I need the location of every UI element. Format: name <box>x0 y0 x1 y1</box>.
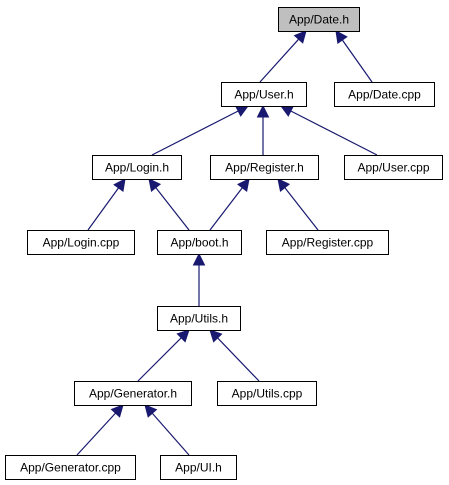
node-register-cpp[interactable]: App/Register.cpp <box>266 230 389 255</box>
arrowhead-utils_cpp-to-utils_h <box>209 329 223 343</box>
arrowhead-utils_h-to-boot_h <box>192 252 206 266</box>
node-ui-h[interactable]: App/UI.h <box>160 455 237 480</box>
node-box[interactable] <box>278 7 360 32</box>
edge-generator_h-to-utils_h <box>137 337 182 382</box>
node-utils-cpp[interactable]: App/Utils.cpp <box>217 381 317 406</box>
node-label: App/Date.h <box>289 13 349 27</box>
arrowhead-user_h-to-date_h <box>293 30 307 44</box>
node-label: App/Generator.cpp <box>20 461 121 475</box>
edge-login_h-to-user_h <box>151 110 239 156</box>
node-box[interactable] <box>210 155 319 180</box>
edge-date_cpp-to-date_h <box>341 39 373 83</box>
node-box[interactable] <box>160 455 237 480</box>
node-box[interactable] <box>221 82 307 107</box>
edge-boot_h-to-register_h <box>209 187 243 231</box>
arrowhead-ui_h-to-generator_h <box>144 404 158 418</box>
arrowhead-login_cpp-to-login_h <box>113 178 126 193</box>
node-label: App/User.h <box>234 88 293 102</box>
node-user-cpp[interactable]: App/User.cpp <box>344 155 443 180</box>
edge-user_h-to-date_h <box>259 38 300 83</box>
node-label: App/Register.h <box>225 161 304 175</box>
node-login-h[interactable]: App/Login.h <box>92 155 182 180</box>
node-box[interactable] <box>334 82 435 107</box>
node-box[interactable] <box>157 230 242 255</box>
node-user-h[interactable]: App/User.h <box>221 82 307 107</box>
node-box[interactable] <box>5 455 136 480</box>
node-box[interactable] <box>266 230 389 255</box>
node-utils-h[interactable]: App/Utils.h <box>157 306 241 331</box>
node-box[interactable] <box>344 155 443 180</box>
node-label: App/Login.cpp <box>43 236 120 250</box>
node-label: App/boot.h <box>170 236 228 250</box>
arrowhead-boot_h-to-login_h <box>148 178 162 192</box>
edge-boot_h-to-login_h <box>155 187 190 231</box>
edge-ui_h-to-generator_h <box>151 412 190 456</box>
node-login-cpp[interactable]: App/Login.cpp <box>27 230 135 255</box>
node-box[interactable] <box>27 230 135 255</box>
node-label: App/Utils.cpp <box>232 387 303 401</box>
node-label: App/Register.cpp <box>282 236 374 250</box>
arrowhead-generator_cpp-to-generator_h <box>110 404 124 418</box>
node-label: App/Date.cpp <box>348 88 421 102</box>
edge-user_cpp-to-user_h <box>290 110 378 156</box>
node-label: App/UI.h <box>175 461 222 475</box>
node-box[interactable] <box>217 381 317 406</box>
node-generator-cpp[interactable]: App/Generator.cpp <box>5 455 136 480</box>
node-label: App/Login.h <box>105 161 169 175</box>
node-box[interactable] <box>74 381 192 406</box>
node-label: App/Utils.h <box>170 312 228 326</box>
edge-layer <box>76 30 378 456</box>
node-generator-h[interactable]: App/Generator.h <box>74 381 192 406</box>
edge-register_cpp-to-register_h <box>284 187 319 231</box>
edge-login_cpp-to-login_h <box>87 187 120 231</box>
node-box[interactable] <box>92 155 182 180</box>
edge-utils_cpp-to-utils_h <box>217 337 260 382</box>
arrowhead-date_cpp-to-date_h <box>335 30 348 45</box>
arrowhead-register_cpp-to-register_h <box>277 178 291 192</box>
node-label: App/Generator.h <box>89 387 177 401</box>
node-box[interactable] <box>157 306 241 331</box>
node-date-cpp[interactable]: App/Date.cpp <box>334 82 435 107</box>
node-register-h[interactable]: App/Register.h <box>210 155 319 180</box>
edge-generator_cpp-to-generator_h <box>76 412 116 456</box>
arrowhead-register_h-to-user_h <box>256 104 270 118</box>
node-boot-h[interactable]: App/boot.h <box>157 230 242 255</box>
node-label: App/User.cpp <box>357 161 429 175</box>
arrowhead-boot_h-to-register_h <box>237 178 250 192</box>
arrowhead-generator_h-to-utils_h <box>176 329 190 343</box>
node-date-h[interactable]: App/Date.h <box>278 7 360 32</box>
